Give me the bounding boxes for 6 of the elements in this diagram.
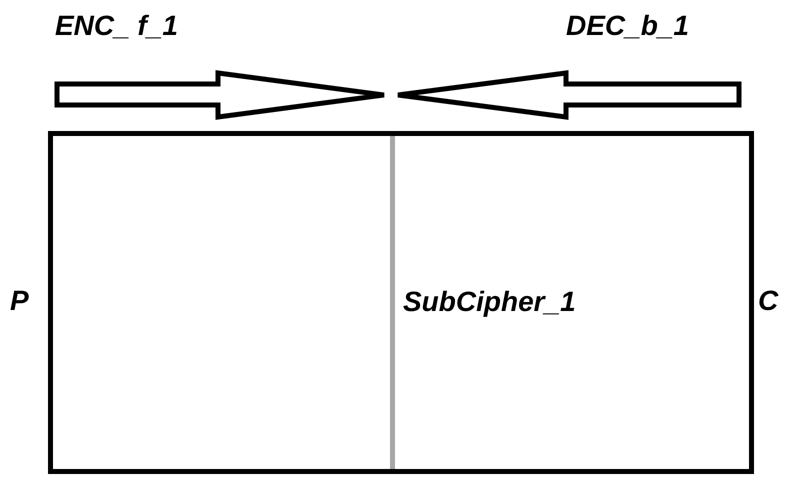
side-label: P [10, 285, 29, 317]
side-label: C [758, 285, 778, 317]
arrow-label: ENC_ f_1 [55, 10, 178, 42]
cipher-box [48, 131, 754, 474]
box-label: SubCipher_1 [403, 286, 576, 318]
arrow-label: DEC_b_1 [566, 10, 689, 42]
